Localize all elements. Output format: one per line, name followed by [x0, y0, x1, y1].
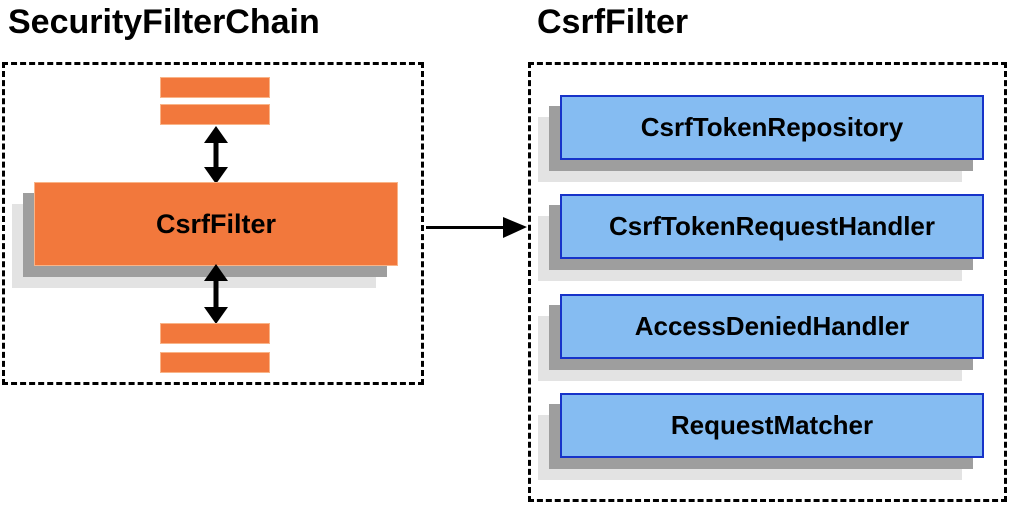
arrow-line — [426, 226, 509, 229]
component-node-access-denied-handler: AccessDeniedHandler — [560, 294, 984, 359]
arrowhead-down-icon — [204, 307, 228, 324]
filter-placeholder-bar-4 — [160, 352, 270, 373]
arrowhead-up-icon — [204, 126, 228, 143]
component-node-csrf-token-repository: CsrfTokenRepository — [560, 95, 984, 160]
csrf-filter-node: CsrfFilter — [34, 182, 398, 266]
security-filter-chain-title: SecurityFilterChain — [8, 3, 320, 41]
arrowhead-down-icon — [204, 167, 228, 184]
arrow-line — [213, 276, 219, 312]
csrf-filter-title: CsrfFilter — [537, 3, 689, 41]
arrowhead-up-icon — [204, 264, 228, 281]
component-node-request-matcher: RequestMatcher — [560, 393, 984, 458]
arrowhead-right-icon — [503, 217, 527, 238]
right-arrow-icon — [426, 217, 527, 238]
filter-placeholder-bar-1 — [160, 77, 270, 98]
up-down-arrow-icon-top — [204, 126, 228, 184]
component-node-csrf-token-request-handler: CsrfTokenRequestHandler — [560, 194, 984, 259]
up-down-arrow-icon-bottom — [204, 264, 228, 324]
filter-placeholder-bar-2 — [160, 104, 270, 125]
filter-placeholder-bar-3 — [160, 323, 270, 344]
arrow-line — [213, 138, 219, 172]
